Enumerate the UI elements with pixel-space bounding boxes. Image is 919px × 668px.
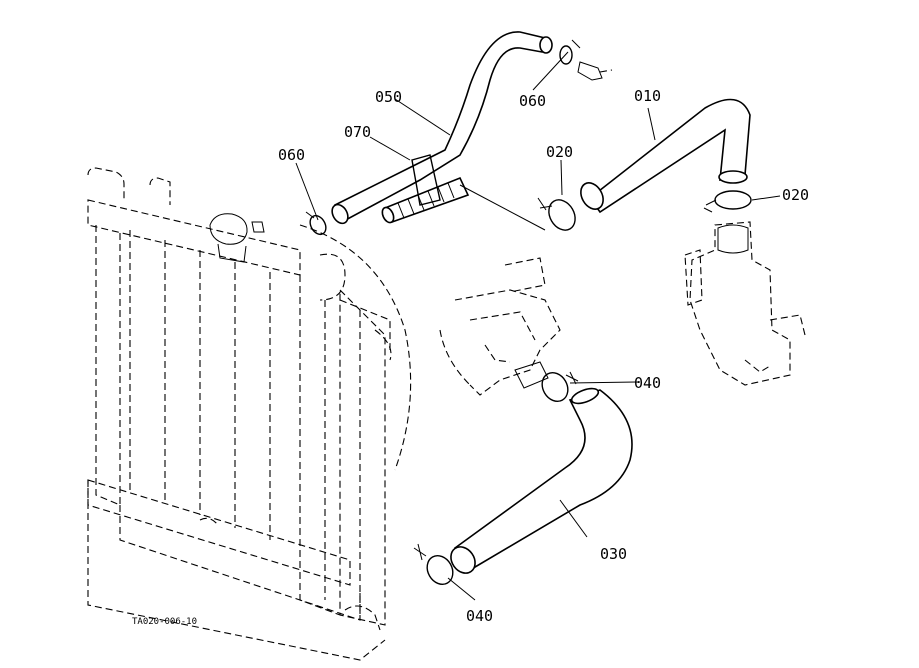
callout-040-lower: 040 bbox=[466, 607, 493, 625]
callout-020-left: 020 bbox=[546, 143, 573, 161]
hose-050 bbox=[331, 31, 553, 225]
hose-070 bbox=[381, 176, 470, 224]
engine-outline bbox=[439, 257, 561, 396]
drawing-code: TA020-006-10 bbox=[132, 617, 197, 627]
clamp-040-lower bbox=[413, 543, 454, 586]
callout-060-right: 060 bbox=[519, 92, 546, 110]
clamp-020-left bbox=[537, 197, 576, 231]
clamp-020-right bbox=[703, 190, 752, 213]
clamp-040-upper bbox=[541, 371, 579, 403]
thermostat-housing bbox=[684, 221, 806, 386]
radiator-outline bbox=[87, 167, 412, 661]
callout-020-right: 020 bbox=[782, 186, 809, 204]
leader-lines bbox=[295, 51, 781, 601]
hose-030 bbox=[450, 387, 633, 574]
clamp-070 bbox=[411, 154, 441, 206]
callout-040-upper: 040 bbox=[634, 374, 661, 392]
fitting-bolt bbox=[577, 61, 613, 81]
callout-010: 010 bbox=[634, 87, 661, 105]
callout-030: 030 bbox=[600, 545, 627, 563]
callout-060-left: 060 bbox=[278, 146, 305, 164]
clamp-060-right bbox=[559, 39, 581, 65]
callout-050: 050 bbox=[375, 88, 402, 106]
hose-010 bbox=[580, 98, 751, 214]
clamp-060-left bbox=[305, 211, 327, 236]
callout-070: 070 bbox=[344, 123, 371, 141]
